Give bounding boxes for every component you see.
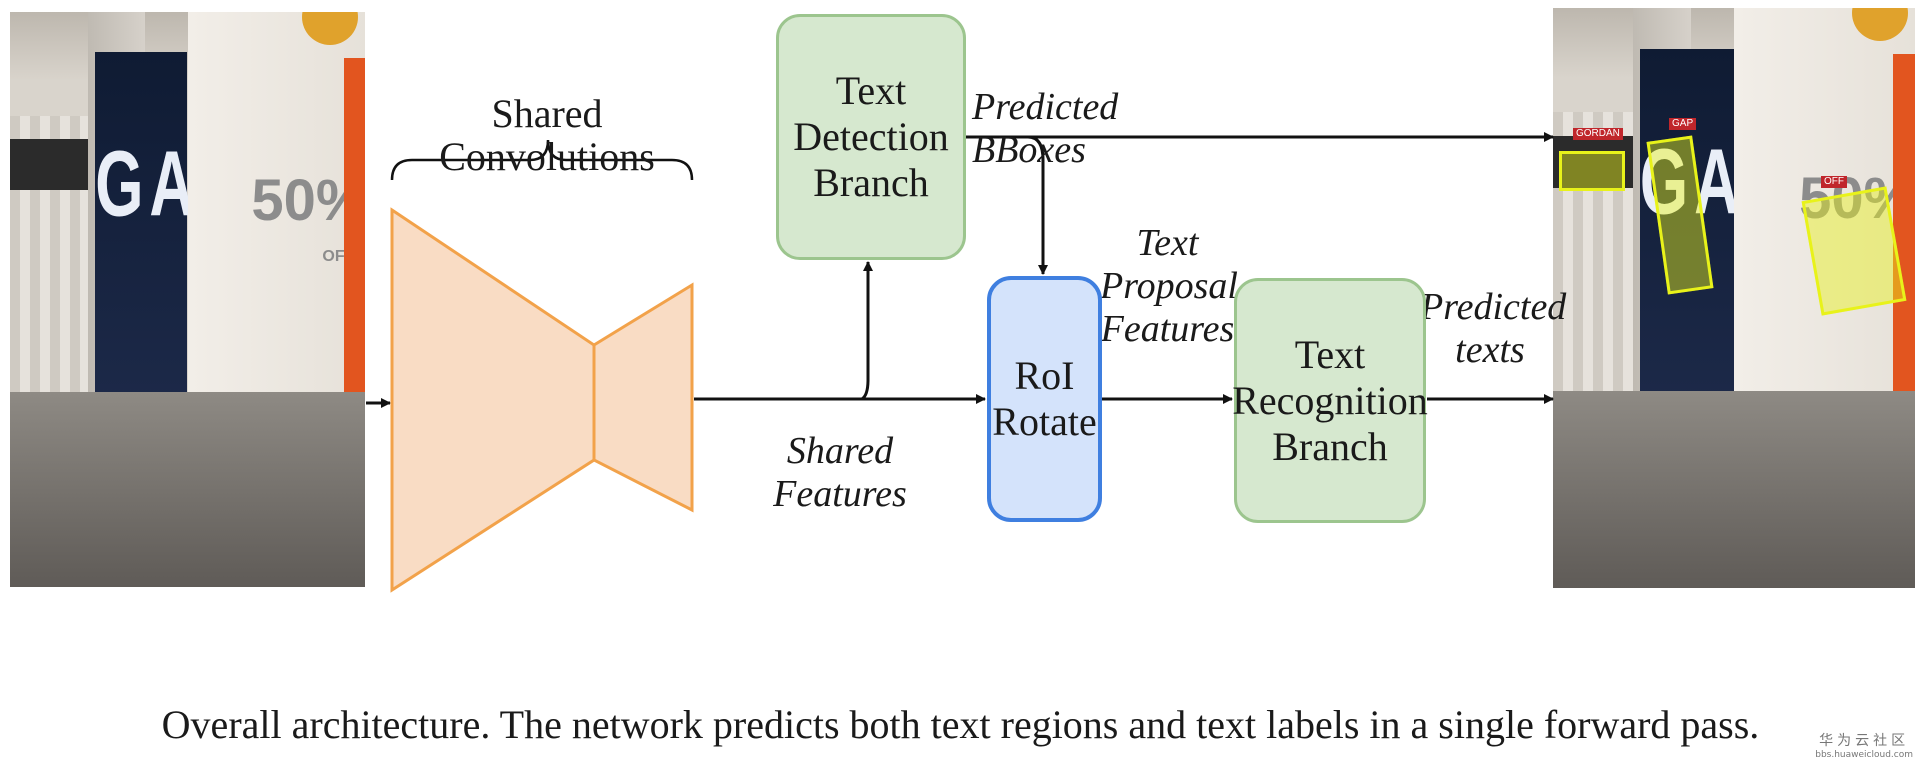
roi-rotate: RoI Rotate	[987, 276, 1102, 522]
decoder-shape	[592, 282, 694, 513]
floor	[10, 391, 365, 587]
bboxes-to-roi-arrow	[1027, 135, 1048, 275]
shared-convolutions-brace	[390, 139, 694, 181]
detection-label-sale: OFF	[1821, 176, 1847, 188]
watermark: 华为云社区 bbs.huaweicloud.com	[1815, 730, 1913, 760]
shared-features-label: Shared Features	[773, 430, 907, 515]
detection-label-gap: GAP	[1669, 118, 1697, 130]
watermark-url: bbs.huaweicloud.com	[1815, 750, 1913, 760]
encoder-shape	[390, 207, 596, 593]
floor	[1553, 390, 1915, 588]
watermark-title: 华为云社区	[1819, 733, 1910, 749]
gordan-sign	[1553, 135, 1633, 188]
text-proposal-features-label: Text Proposal Features	[1100, 222, 1238, 350]
text-detection-branch: Text Detection Branch	[776, 14, 966, 260]
output-image: GAP 50% GORDAN GAP OFF	[1553, 8, 1915, 588]
detection-box-gordan	[1559, 151, 1625, 191]
input-image: GAP 50% OFF	[10, 12, 365, 587]
predicted-bboxes-label: Predicted BBoxes	[972, 86, 1119, 171]
gordan-sign	[10, 138, 89, 191]
figure-caption: Overall architecture. The network predic…	[161, 702, 1760, 747]
detection-label-gordan: GORDAN	[1573, 128, 1623, 140]
predicted-texts-label: Predicted texts	[1420, 286, 1567, 371]
text-recognition-branch: Text Recognition Branch	[1232, 278, 1428, 523]
shared-convolutions-label: Shared Convolutions	[439, 91, 655, 179]
to-detection-arrow	[861, 261, 873, 401]
